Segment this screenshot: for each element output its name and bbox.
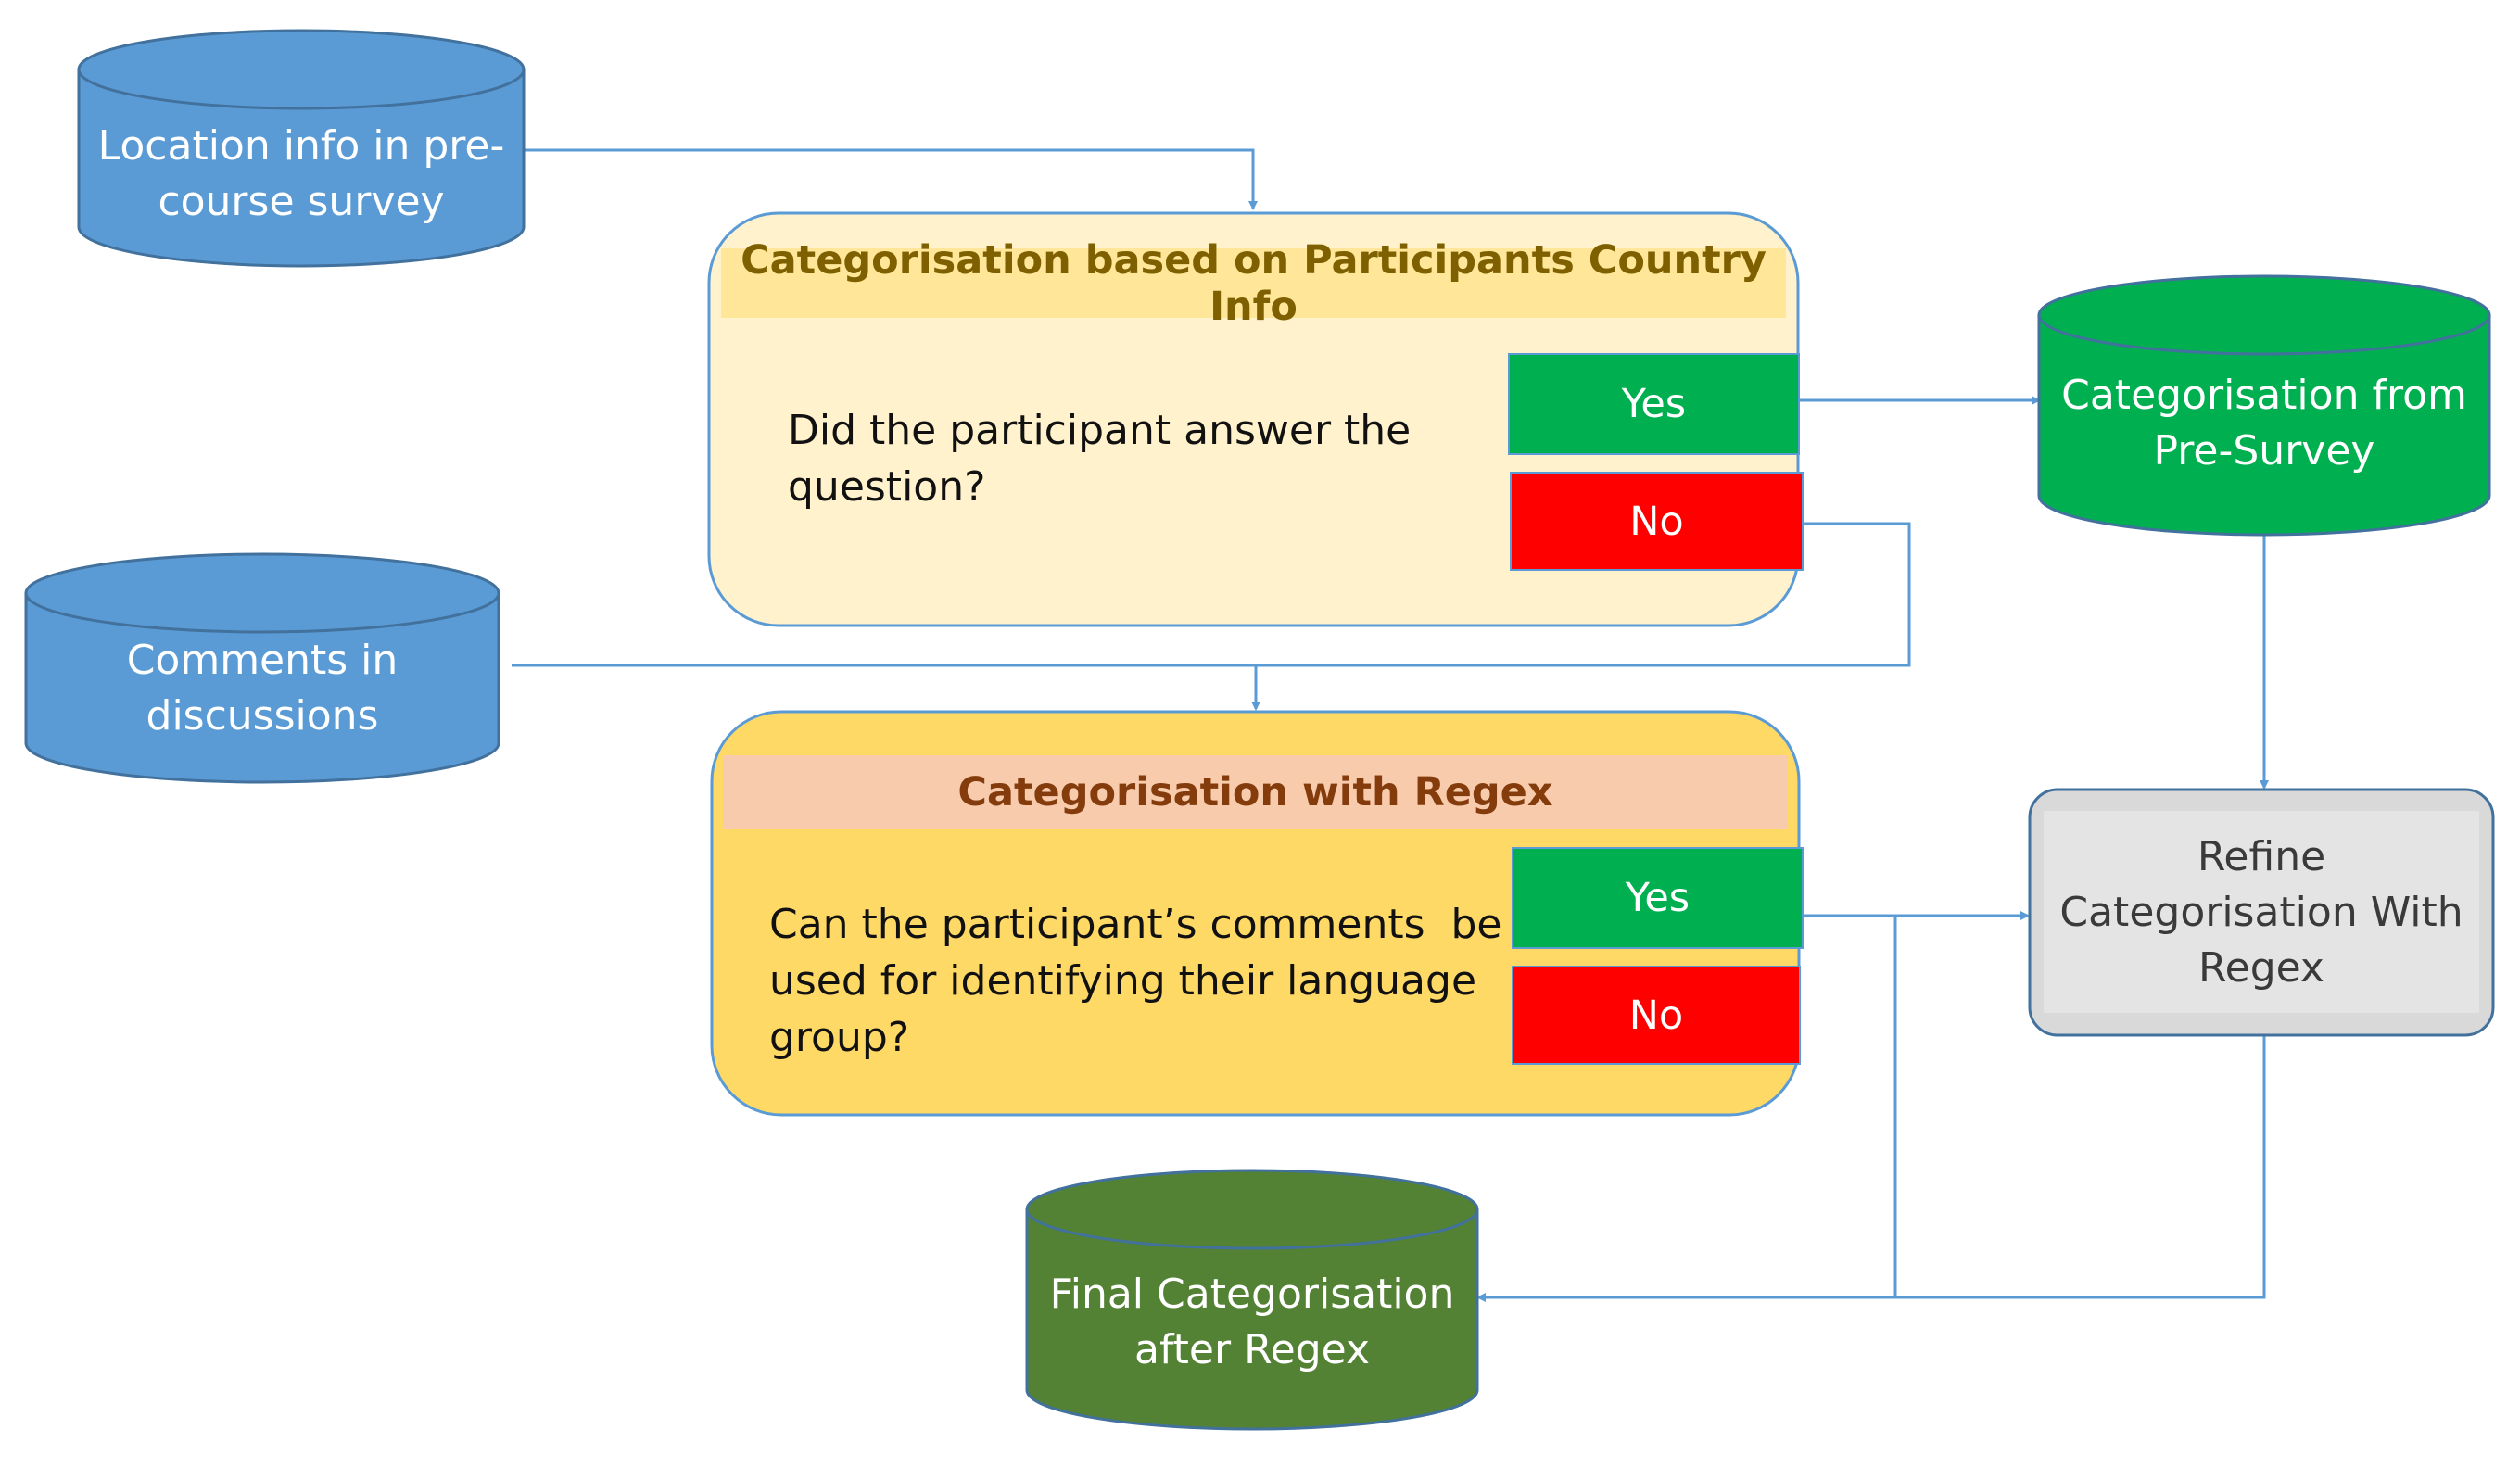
regex-yes-button[interactable]: [1512, 847, 1804, 949]
refine-box-label-line1: Refine: [2197, 832, 2326, 880]
country-no-label: No: [1629, 498, 1684, 545]
presurvey-db-label-line2: Pre-Survey: [2153, 427, 2375, 474]
regex-question: Can the participant’s comments be used f…: [769, 896, 1511, 1066]
location-db-label-line2: course survey: [158, 178, 445, 225]
refine-categorisation-box: [2028, 788, 2495, 1037]
country-question: Did the participant answer the question?: [788, 402, 1492, 515]
presurvey-db-label: Categorisation from Pre-Survey: [2039, 363, 2489, 484]
comments-database: [24, 552, 500, 784]
regex-no-button[interactable]: [1512, 966, 1801, 1065]
connector-comments-to-regex: [512, 664, 1260, 711]
country-question-line2: question?: [788, 463, 986, 511]
regex-question-line2: used for identifying their language: [769, 957, 1477, 1005]
country-yes-label: Yes: [1621, 381, 1687, 427]
country-no-button[interactable]: [1510, 472, 1804, 571]
regex-no-label: No: [1628, 992, 1684, 1039]
location-db-label-line1: Location info in pre-: [97, 122, 505, 170]
country-yes-button[interactable]: [1508, 353, 1800, 455]
regex-yes-label: Yes: [1625, 875, 1691, 921]
final-db-label-line2: after Regex: [1133, 1326, 1370, 1373]
connector-no-to-regex: [1256, 522, 1911, 667]
connector-location-to-country: [524, 148, 1258, 210]
comments-db-label: Comments in discussions: [26, 628, 499, 749]
presurvey-db-label-line1: Categorisation from: [2061, 372, 2467, 419]
country-block-title: Categorisation based on Participants Cou…: [741, 236, 1767, 330]
refine-box-label-line3: Regex: [2198, 943, 2324, 992]
regex-question-line3: group?: [769, 1014, 910, 1061]
final-categorisation-database: [1025, 1169, 1479, 1431]
regex-block-title: Categorisation with Regex: [957, 769, 1553, 816]
country-question-line1: Did the participant answer the: [788, 407, 1412, 454]
comments-db-label-line2: discussions: [146, 692, 379, 740]
refine-box-label: Refine Categorisation With Regex: [2030, 790, 2493, 1035]
location-db-label: Location info in pre- course survey: [79, 109, 524, 239]
final-db-label-line1: Final Categorisation: [1049, 1271, 1455, 1318]
connector-refine-to-final: [1895, 1036, 2266, 1299]
presurvey-categorisation-database: [2037, 274, 2491, 537]
final-db-label: Final Categorisation after Regex: [1027, 1262, 1477, 1383]
regex-question-line1: Can the participant’s comments be: [769, 901, 1502, 948]
comments-db-label-line1: Comments in: [126, 637, 399, 684]
location-info-database: [77, 29, 526, 268]
refine-box-label-line2: Categorisation With: [2059, 888, 2463, 936]
